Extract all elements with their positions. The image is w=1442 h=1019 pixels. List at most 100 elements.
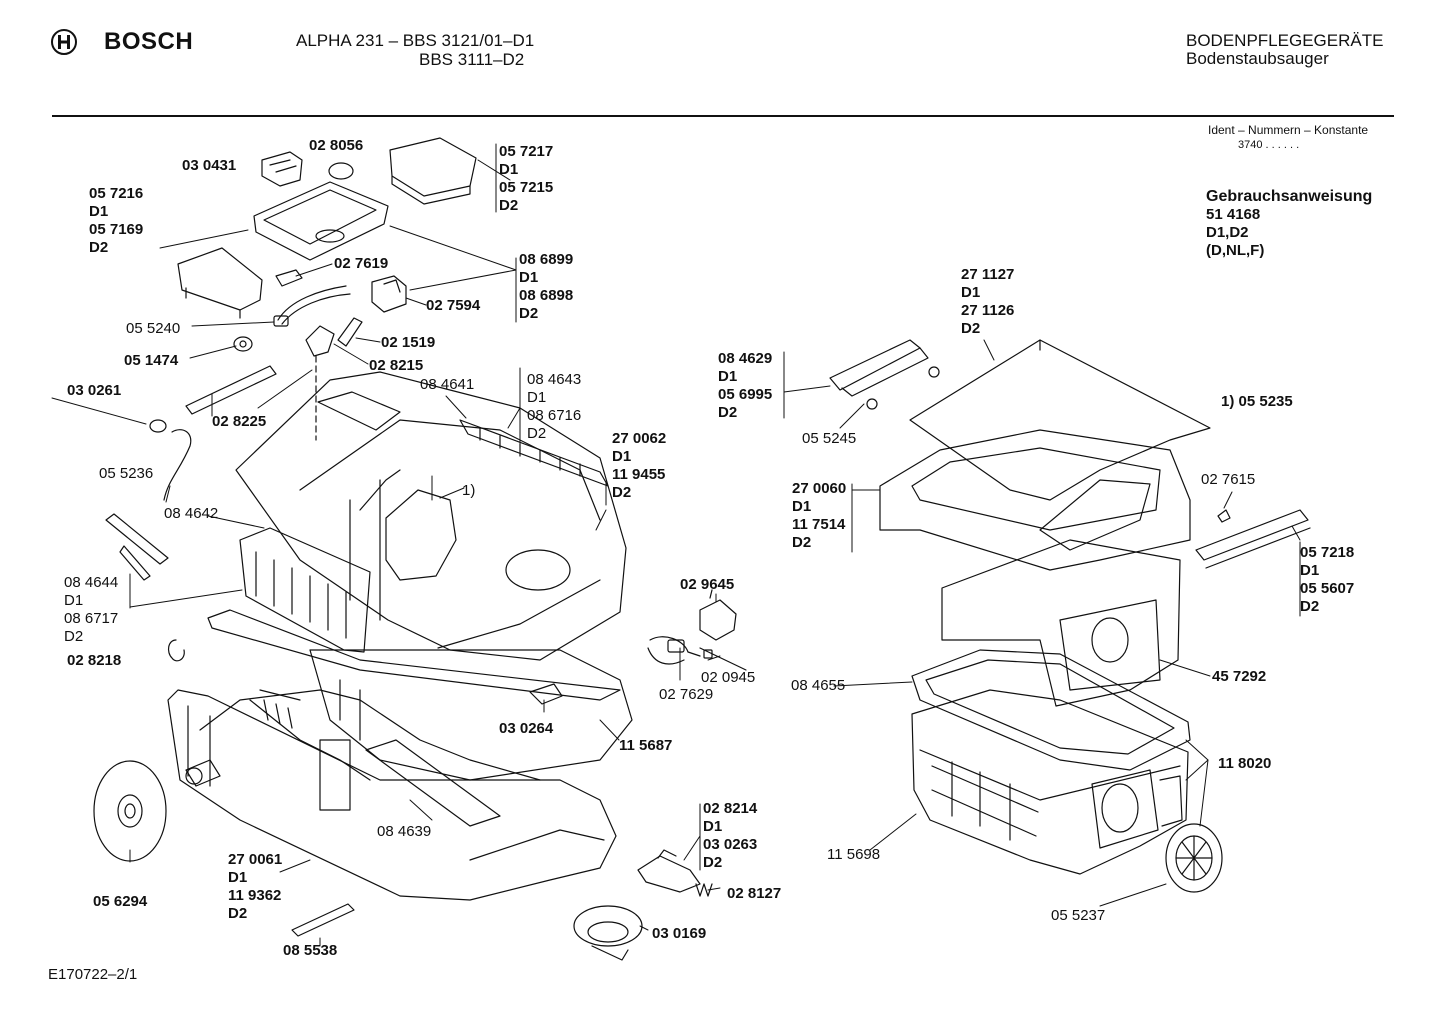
manual-line: 51 4168 — [1206, 206, 1261, 223]
part-number-label: 11 5698 — [827, 846, 881, 863]
brand-name: BOSCH — [104, 28, 194, 55]
part-number-label: 05 5240 — [126, 320, 181, 337]
wheel-right — [1166, 824, 1222, 892]
cover-plate-part — [254, 182, 388, 260]
part-number-label: 02 8218 — [67, 652, 122, 669]
cord-clip-part — [169, 640, 185, 661]
part-number-label: 05 5245 — [802, 430, 857, 447]
switch-latch-part — [530, 684, 562, 704]
part-number-label: 11 8020 — [1218, 755, 1272, 772]
lid-cover-part — [910, 340, 1210, 500]
part-number-label: 05 6294 — [93, 893, 148, 910]
top-frame-part — [880, 430, 1190, 570]
grille-top-part — [460, 420, 608, 486]
cord-guide-part — [234, 337, 252, 351]
model-line-1: ALPHA 231 – BBS 3121/01–D1 — [296, 31, 535, 50]
manual-block: Gebrauchsanweisung 51 4168 D1,D2 (D,NL,F… — [1206, 188, 1372, 260]
base-chassis — [168, 690, 616, 900]
manual-title: Gebrauchsanweisung — [1206, 188, 1373, 205]
wheel-left — [94, 761, 166, 861]
motor-connector-part — [306, 326, 334, 440]
manual-line: D1,D2 — [1206, 224, 1249, 241]
manual-line: (D,NL,F) — [1206, 242, 1265, 259]
spring-part — [696, 884, 712, 896]
ident-title: Ident – Nummern – Konstante — [1208, 123, 1369, 137]
bumper-strip-part — [208, 610, 620, 700]
rear-bracket-part — [1196, 510, 1310, 568]
part-number-label: 02 0945 — [701, 669, 756, 686]
footnote: 1) 05 5235 — [1221, 393, 1293, 410]
part-number-label: 02 7629 — [659, 686, 714, 703]
part-number-label: 02 7594 — [426, 297, 481, 314]
bosch-logo-icon — [50, 28, 78, 56]
filter-part — [360, 470, 456, 580]
part-number-label: 02 7615 — [1201, 471, 1256, 488]
upper-housing — [236, 372, 626, 660]
axle-part — [186, 760, 220, 786]
footnote-marker: 1) — [462, 482, 476, 499]
top-lid-part — [390, 138, 476, 204]
part-number-label: 08 4641 — [420, 376, 475, 393]
subcategory-title: Bodenstaubsauger — [1186, 49, 1329, 68]
grille-front-part — [240, 528, 370, 652]
part-number-label: 03 0169 — [652, 925, 707, 942]
part-number-label: 02 9645 — [680, 576, 735, 593]
part-number-label: 05 5237 — [1051, 907, 1106, 924]
hinge-bar-part — [830, 340, 939, 409]
part-number-label: 03 0261 — [67, 382, 122, 399]
footer-code: E170722–2/1 — [48, 966, 138, 983]
latch-part — [638, 850, 700, 892]
clip-part — [276, 270, 302, 286]
part-number-label: 02 8225 — [212, 413, 267, 430]
part-number-label: 08 5538 — [283, 942, 338, 959]
lower-housing-shell — [310, 650, 632, 780]
model-line-2: BBS 3111–D2 — [419, 50, 525, 69]
part-number-label: 45 7292 — [1212, 668, 1267, 685]
caster-part — [574, 906, 642, 960]
part-number-label: 05 5236 — [99, 465, 154, 482]
cable-lead-part — [648, 637, 746, 670]
rail-part — [292, 904, 354, 936]
container-part — [912, 690, 1188, 874]
part-number-label: 02 1519 — [381, 334, 436, 351]
part-number-label: 05 1474 — [124, 352, 179, 369]
part-number-label: 08 4655 — [791, 677, 846, 694]
part-number-label: 08 4639 — [377, 823, 432, 840]
seal-frame-part — [912, 650, 1190, 770]
category-title: BODENPFLEGEGERÄTE — [1186, 31, 1384, 50]
wire-bracket-part — [106, 514, 168, 580]
part-number-label: 02 8215 — [369, 357, 424, 374]
part-number-label: 03 0264 — [499, 720, 554, 737]
handle-cover-part — [262, 152, 302, 186]
part-number-label: 02 8127 — [727, 885, 782, 902]
cable-assembly-part — [274, 286, 350, 326]
header-rule — [52, 115, 1394, 117]
cap-part — [329, 163, 353, 179]
part-number-label: 11 5687 — [619, 737, 673, 754]
part-number-label: 03 0431 — [182, 157, 237, 174]
side-cover-part — [178, 248, 262, 318]
leader-lines — [52, 144, 1300, 946]
part-number-label: 02 7619 — [334, 255, 389, 272]
strip-part — [338, 318, 362, 346]
ident-value: 3740 . . . . . . — [1238, 139, 1300, 151]
cord-rewind-part — [150, 420, 191, 500]
part-number-label: 02 8056 — [309, 137, 364, 154]
part-number-label: 08 4642 — [164, 505, 219, 522]
tube-part — [186, 366, 276, 414]
switch-part — [372, 276, 406, 312]
plug-socket-part — [700, 590, 736, 640]
